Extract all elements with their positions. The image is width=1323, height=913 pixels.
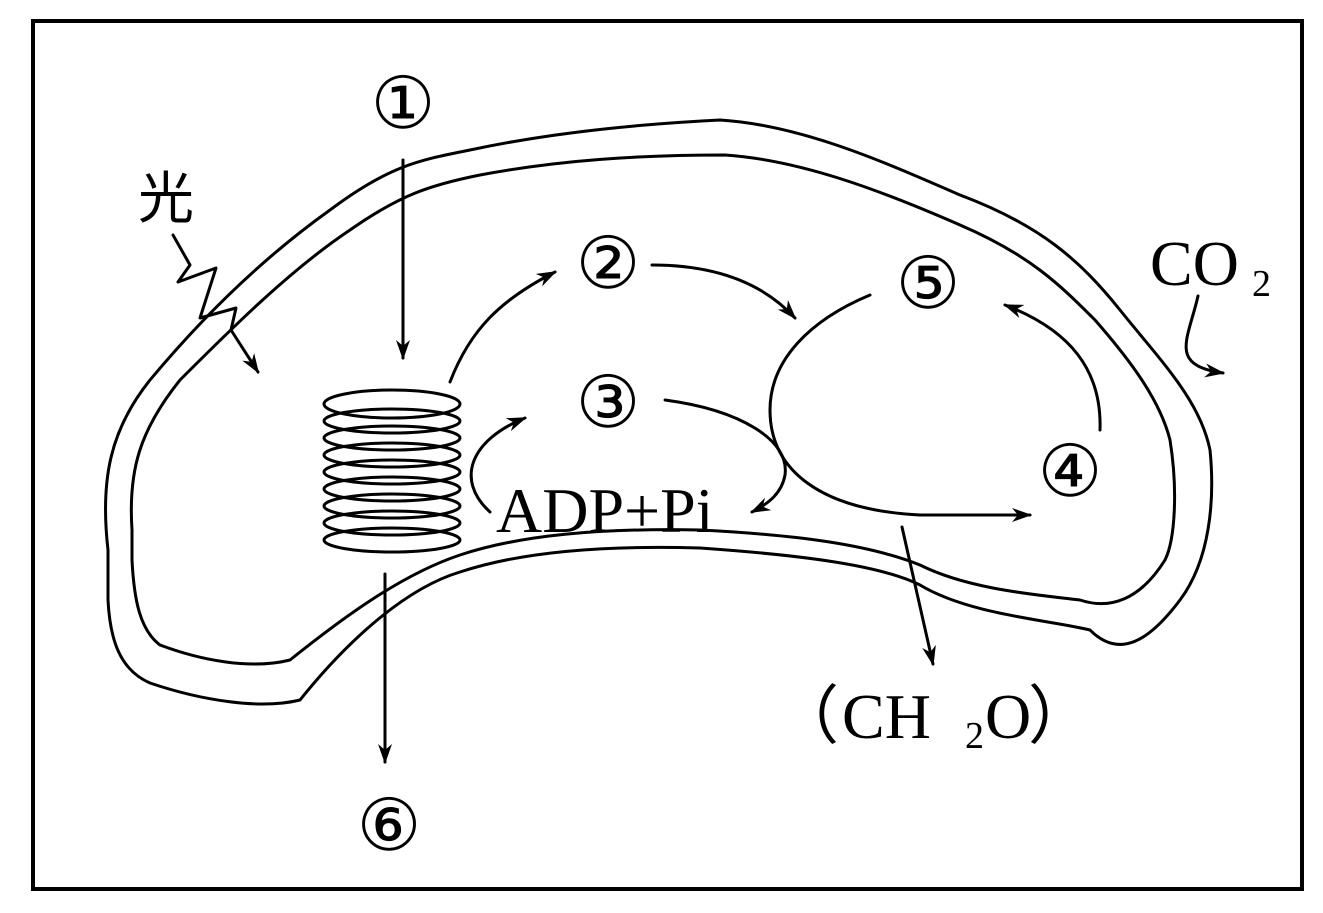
arrow-co2-in [1184,294,1225,378]
light-ray-arrow [171,233,260,374]
arrow-to-ch2o [900,525,936,666]
label-6: ⑥ [357,783,422,867]
label-5: ⑤ [896,241,961,325]
arrow-4-to-5 [1003,303,1102,432]
arrow-grana-to-2 [448,270,557,384]
svg-text:CO: CO [1150,228,1239,299]
light-label: 光 [138,169,194,231]
ch2o-label: （ CH 2 O ） [775,681,1092,757]
label-4: ④ [1038,429,1103,513]
svg-text:2: 2 [965,715,984,757]
co2-label: CO 2 [1150,228,1271,305]
label-2: ② [576,221,641,305]
figure-frame [31,19,1304,891]
label-1: ① [371,61,436,145]
chloroplast-outer-membrane [103,118,1214,706]
calvin-cycle-arc [768,293,1032,522]
svg-text:CH: CH [842,681,931,752]
svg-text:）: ） [1028,681,1092,752]
adp-pi-label: ADP+Pi [496,475,714,546]
arrow-2-to-cycle [650,263,797,320]
svg-text:（: （ [775,681,839,752]
svg-text:O: O [985,681,1031,752]
grana-stack [322,388,462,554]
label-3: ③ [576,360,641,444]
svg-text:2: 2 [1252,263,1271,305]
chloroplast-inner-membrane [129,153,1177,666]
arrow-adp-to-3 [469,416,527,514]
